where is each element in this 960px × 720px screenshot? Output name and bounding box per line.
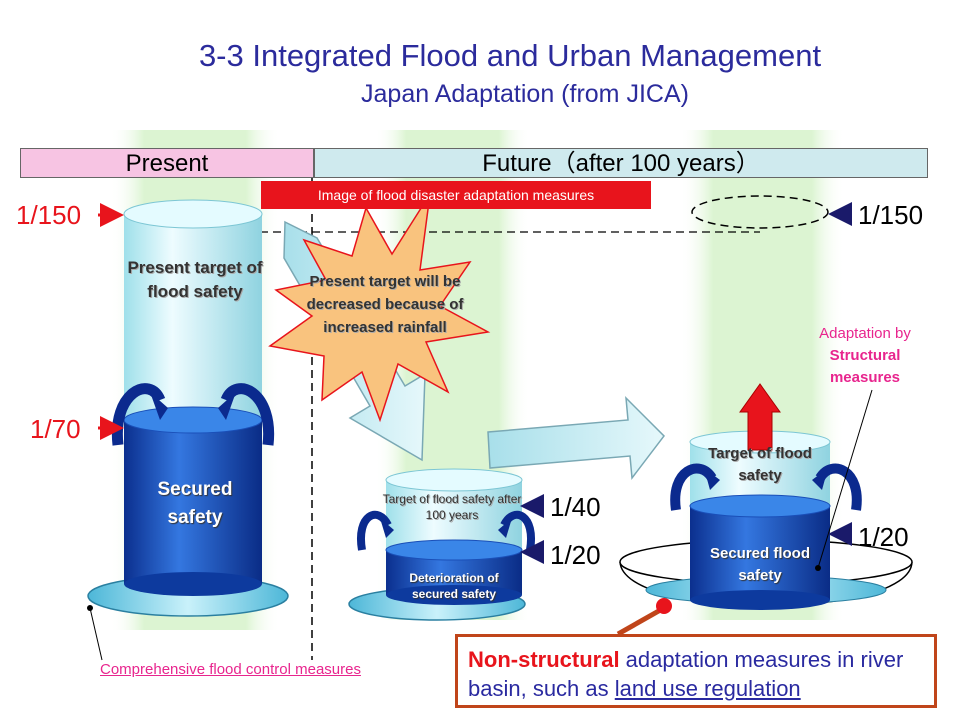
adaptation-pointer bbox=[817, 389, 873, 569]
future-glass-top bbox=[385, 468, 523, 492]
level-left-1-150: 1/150 bbox=[16, 200, 82, 230]
secured-safety-label: Secured safety bbox=[157, 479, 233, 528]
improve-arrow bbox=[487, 396, 665, 480]
present-target-label: Present target of flood safety bbox=[127, 258, 263, 301]
land-use-link[interactable]: land use regulation bbox=[614, 676, 801, 701]
level-1-20-right: 1/20 bbox=[858, 522, 909, 552]
starburst-shape bbox=[268, 193, 491, 423]
level-right-1-150: 1/150 bbox=[858, 200, 924, 230]
nonstructural-text: adaptation measures in river basin, such… bbox=[468, 647, 904, 701]
starburst-text: Present target will be decreased because… bbox=[306, 273, 464, 336]
present-water bbox=[124, 420, 262, 584]
level-1-40: 1/40 bbox=[550, 492, 601, 522]
deterioration-label: Deterioration of secured safety bbox=[409, 571, 499, 601]
adaptation-structural-label: Adaptation by Structural measures bbox=[790, 323, 940, 389]
present-water-top bbox=[123, 406, 263, 434]
image-label-banner: Image of flood disaster adaptation measu… bbox=[261, 181, 651, 209]
secured-flood-safety-label: Secured flood safety bbox=[709, 545, 810, 584]
present-glass-top bbox=[123, 199, 263, 229]
adapted-target-label: Target of flood safety bbox=[708, 445, 812, 484]
future-target-label: Target of flood safety after 100 years bbox=[382, 492, 522, 522]
bowl-connector bbox=[616, 605, 666, 637]
up-arrow bbox=[739, 383, 781, 451]
comprehensive-measures-link[interactable]: Comprehensive flood control measures bbox=[100, 661, 361, 678]
page-subtitle: Japan Adaptation (from JICA) bbox=[361, 80, 689, 108]
tab-present: Present bbox=[20, 148, 314, 178]
page-title: 3-3 Integrated Flood and Urban Managemen… bbox=[198, 38, 822, 73]
future-curve-left bbox=[357, 510, 392, 551]
adaptation-line3: measures bbox=[829, 369, 901, 386]
level-left-1-70: 1/70 bbox=[30, 414, 81, 444]
bowl-connector-dot bbox=[656, 598, 672, 614]
nonstructural-callout: Non-structural adaptation measures in ri… bbox=[455, 634, 937, 708]
nonstructural-highlight: Non-structural bbox=[468, 647, 620, 672]
present-water-bottom bbox=[124, 572, 262, 596]
adaptation-line1: Adaptation by bbox=[819, 325, 911, 342]
adapted-water bbox=[690, 506, 830, 600]
tab-future: Future（after 100 years） bbox=[314, 148, 928, 178]
adaptation-line2: Structural bbox=[829, 347, 901, 364]
pointer-line bbox=[89, 607, 103, 661]
level-1-20-mid: 1/20 bbox=[550, 540, 601, 570]
curve-arrow-right bbox=[220, 383, 275, 446]
